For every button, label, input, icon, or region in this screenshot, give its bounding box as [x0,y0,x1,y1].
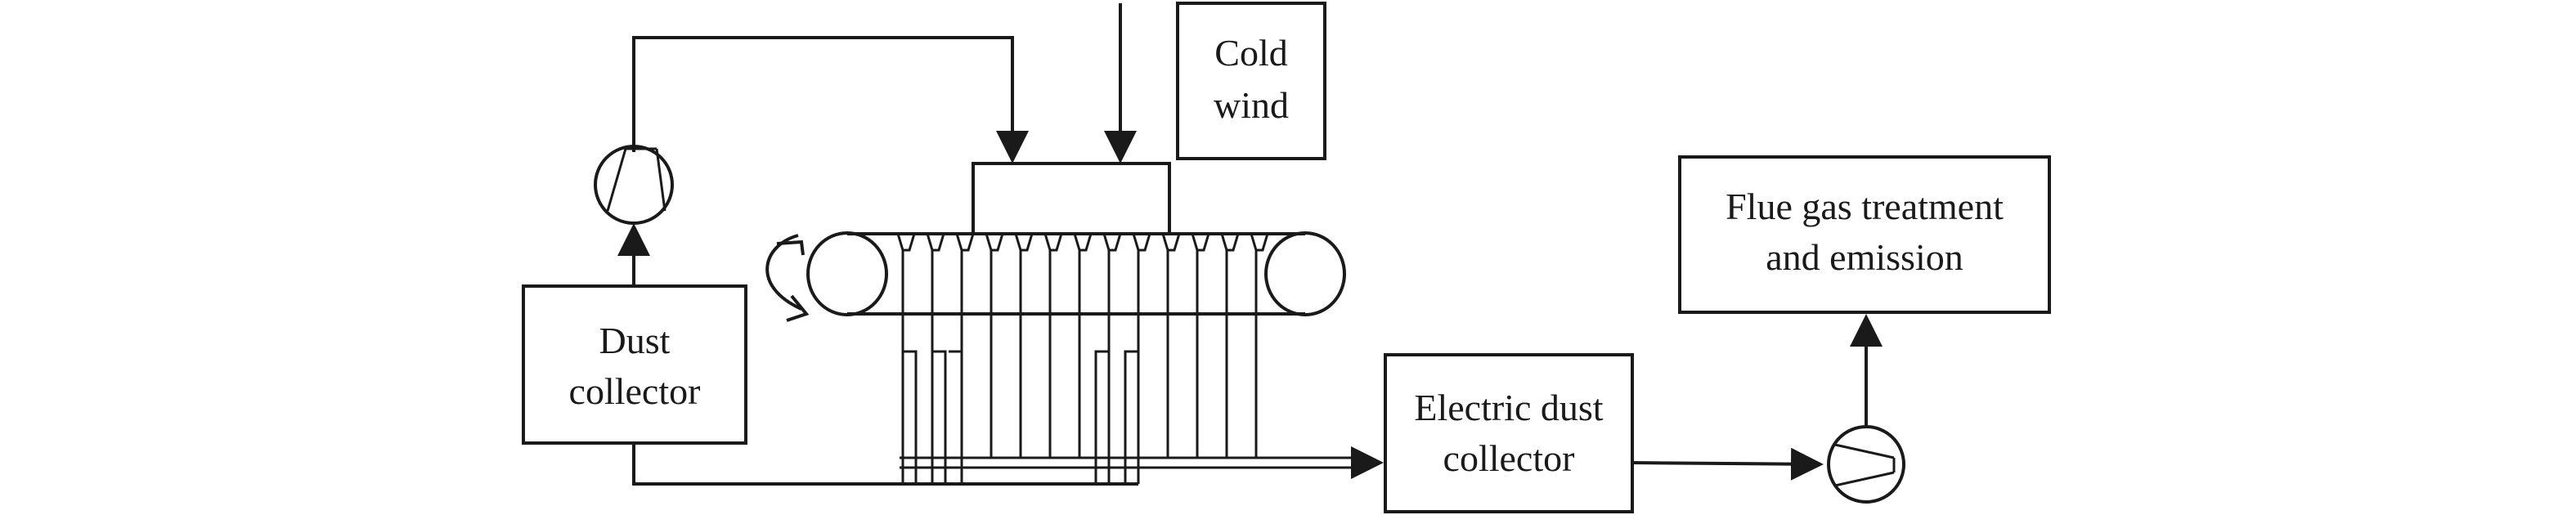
duct-return-line [632,443,1138,486]
pallet-teeth [896,233,1269,252]
cold-wind-label-line1: Cold [1214,32,1287,74]
rotation-arrow-icon [765,234,810,322]
left-roller-icon [806,231,888,316]
recirculation-fan [594,145,674,225]
sinter-strand [806,231,1346,316]
hood [972,162,1171,235]
flue-gas-label-line2: and emission [1766,236,1963,278]
dust-collector-box: Dust collector [522,284,747,445]
dust-collector-label-line2: collector [569,370,701,412]
recirculation-ducts [901,350,1140,484]
cold-wind-label-line2: wind [1214,84,1289,126]
electric-dust-label-line1: Electric dust [1414,387,1603,428]
right-roller-icon [1264,231,1346,316]
flue-gas-treatment-box: Flue gas treatment and emission [1678,155,2051,314]
esp-to-fan-arrow [1631,447,1824,481]
cold-wind-box: Cold wind [1176,2,1326,160]
wind-boxes [900,250,1366,469]
electric-dust-label-line2: collector [1443,437,1575,479]
flue-gas-label-line1: Flue gas treatment [1726,186,2004,227]
main-fan [1827,425,1905,504]
electric-dust-collector-box: Electric dust collector [1384,353,1634,513]
fan-icon [1834,443,1896,487]
dust-collector-label-line1: Dust [599,320,671,361]
recirculation-line [632,36,1029,163]
fan-icon [606,147,666,212]
